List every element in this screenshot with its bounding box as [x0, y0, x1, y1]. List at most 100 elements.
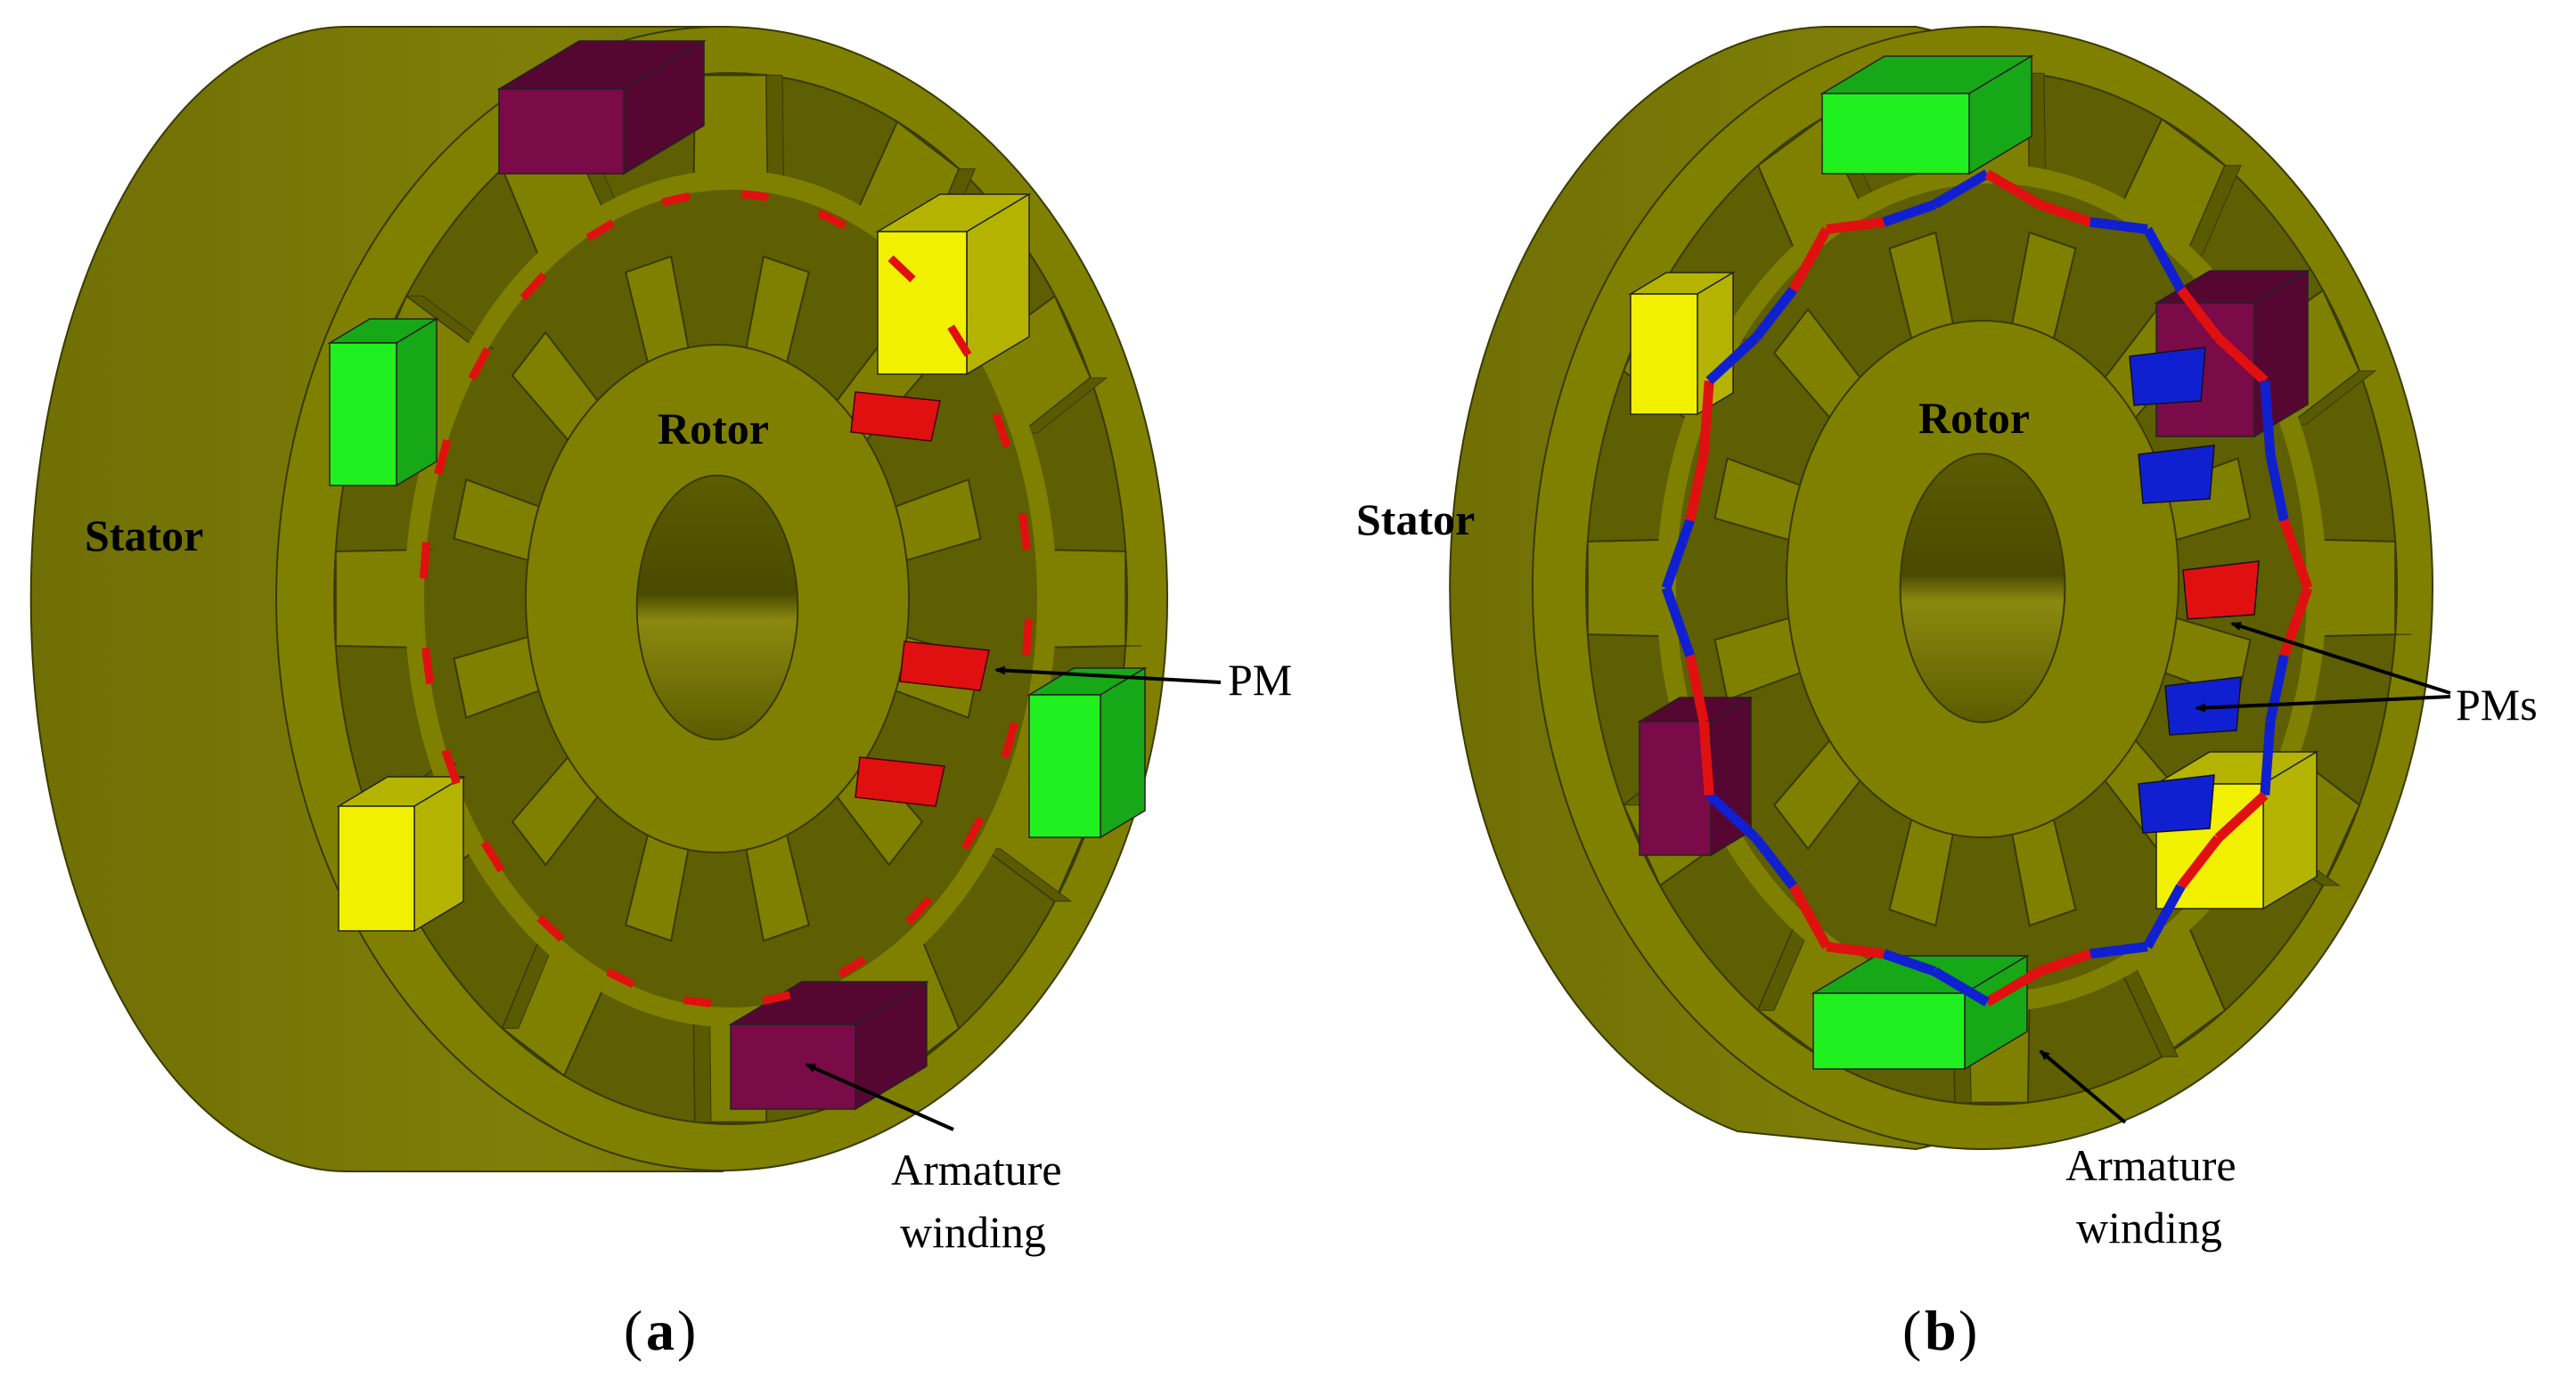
rotor-b: [1713, 231, 2252, 927]
pm-a-segment: [519, 272, 547, 301]
pms-arrow-b-1: [2230, 622, 2451, 695]
pm-a-segment: [887, 255, 916, 282]
pm-b-segment: [2037, 949, 2092, 976]
stator-label-a: Stator: [85, 510, 203, 560]
pm-a-segment: [762, 991, 791, 1006]
winding-label-b-line2: winding: [2076, 1203, 2222, 1252]
panel-a-machine: Stator Rotor PM Armature winding ( a ): [29, 26, 1292, 1362]
pm-b-segment: [2214, 791, 2269, 843]
pm-b-block-0: [2182, 560, 2260, 620]
pm-b-segment: [1932, 169, 1990, 209]
a-stator-tooth: [334, 549, 418, 649]
pm-b-segment: [2089, 216, 2148, 234]
coil-a-green-left-side: [396, 317, 438, 487]
a-stator-tooth: [692, 74, 769, 184]
pm-a-segment: [606, 967, 635, 989]
winding-label-a-line1: Armature: [891, 1145, 1062, 1195]
coil-a-green-left: [329, 342, 397, 486]
pm-a-segment: [992, 412, 1011, 449]
pm-b-segment: [2279, 518, 2313, 590]
coil-a-maroon-top: [498, 88, 625, 175]
a-shaft-bore: [635, 474, 799, 741]
pm-a-segment: [419, 542, 430, 579]
pm-b-block-3: [2138, 445, 2215, 504]
b-stator-tooth-side: [2185, 165, 2242, 257]
coil-a-green-right-side: [1100, 666, 1146, 839]
rotor-label-a: Rotor: [658, 404, 769, 453]
pm-a-segment: [817, 208, 846, 230]
caption-a-letter: a: [646, 1299, 675, 1362]
permanent-magnets-a: [419, 190, 1034, 1008]
pm-a-segment: [480, 840, 505, 873]
pm-b-segment: [1661, 518, 1695, 590]
pm-b-segment: [1685, 453, 1709, 522]
coil-a-green-right: [1028, 694, 1101, 838]
a-stator-tooth-side: [983, 848, 1073, 902]
pm-a-block-1: [850, 391, 941, 442]
pm-a-segment: [1022, 618, 1034, 656]
a-stator-tooth-side: [693, 1014, 712, 1123]
caption-b-letter: b: [1925, 1299, 1957, 1362]
pm-b-block-2: [2129, 347, 2206, 406]
pm-b-segment: [2260, 721, 2276, 795]
pm-b-block-4: [2138, 774, 2215, 834]
pm-b-segment: [2037, 200, 2092, 227]
a-stator-tooth-side: [1019, 377, 1108, 434]
pm-b-segment: [1698, 380, 1714, 455]
pm-b-segment: [1788, 226, 1831, 292]
pm-a-segment: [837, 956, 867, 978]
pm-b-segment: [1882, 949, 1937, 976]
pm-b-segment: [1826, 216, 1885, 234]
coil-a-yellow-bottom: [338, 805, 415, 932]
pm-a-segment: [421, 647, 435, 685]
pm-b-segment: [1788, 884, 1831, 950]
caption-b-open: (: [1902, 1299, 1921, 1362]
pm-b-segment: [2214, 333, 2269, 385]
pm-b-segment: [1752, 835, 1797, 890]
pm-b-segment: [2143, 226, 2186, 292]
pm-b-segment: [1984, 169, 2042, 209]
pm-b-segment: [1661, 586, 1695, 657]
pm-b-segment: [2143, 884, 2186, 950]
pm-b-segment: [1698, 721, 1714, 795]
rotor-label-b: Rotor: [1918, 393, 2030, 443]
winding-label-a-line2: winding: [900, 1207, 1046, 1257]
pm-a-segment: [905, 896, 933, 926]
pm-a-segment: [585, 219, 616, 241]
b-stator-tooth-side: [2288, 370, 2377, 425]
pm-a-segment: [441, 748, 461, 785]
pm-b-segment: [1826, 942, 1885, 959]
pms-arrow-b-2: [2195, 695, 2451, 713]
pm-b-segment: [2089, 942, 2148, 959]
pm-a-segment: [683, 996, 712, 1008]
pm-a-segment: [1001, 722, 1018, 759]
pm-a-segment: [536, 915, 565, 942]
pm-a-segment: [947, 324, 972, 357]
a-stator-tooth-side: [1044, 645, 1142, 649]
pms-label-b: PMs: [2456, 680, 2538, 730]
a-stator-tooth-side: [765, 74, 784, 184]
pm-a-block-0: [899, 640, 990, 691]
caption-a-close: ): [677, 1299, 696, 1362]
pm-b-segment: [2260, 380, 2276, 455]
pm-label-a: PM: [1228, 655, 1292, 705]
a-stator-tip-ring: [405, 170, 1057, 1027]
coil-a-maroon-bottom: [730, 1024, 856, 1110]
pm-arrow-a: [994, 665, 1222, 684]
pm-b-segment: [1984, 967, 2042, 1007]
coil-a-yellow-top: [877, 231, 968, 375]
b-stator-tooth: [1586, 538, 1670, 638]
coil-b-maroon-left: [1639, 721, 1712, 856]
pm-b-segment: [2265, 453, 2289, 522]
pm-b-segment: [2177, 286, 2222, 341]
pm-a-block-2: [855, 756, 945, 807]
pm-a-segment: [1018, 512, 1031, 551]
pm-b-segment: [2265, 654, 2289, 722]
pm-a-segment: [468, 347, 492, 381]
armature-coils-a: [327, 39, 1148, 1111]
coil-b-yellow-left: [1630, 293, 1698, 415]
pm-b-segment: [2177, 835, 2222, 890]
pm-a-segment: [740, 190, 770, 201]
pm-b-segment: [1705, 333, 1760, 385]
